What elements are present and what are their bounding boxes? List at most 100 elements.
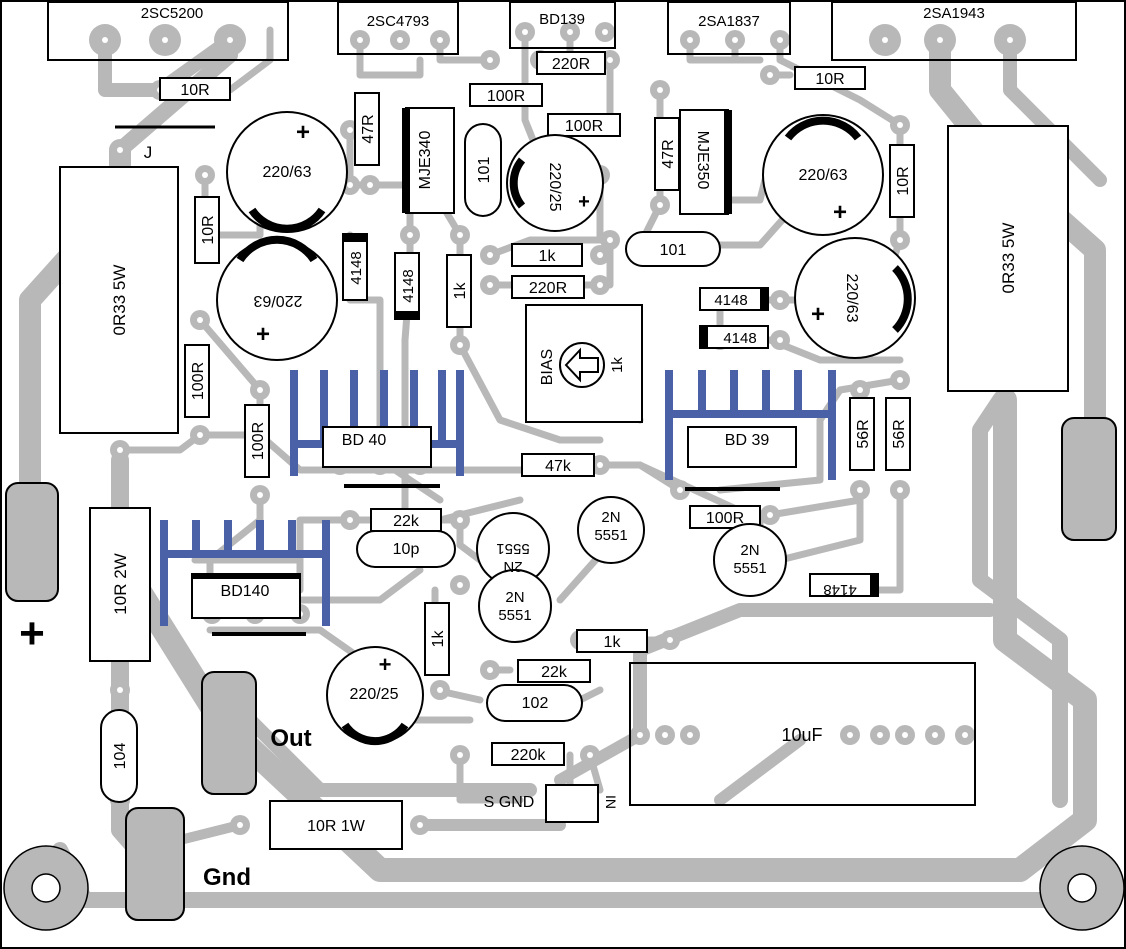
label-r-100r-mid: 100R <box>706 510 744 527</box>
pad-hole <box>487 252 493 258</box>
pad-hole <box>777 337 783 343</box>
label-c-101-b: 101 <box>660 242 687 259</box>
label-2sc5200: 2SC5200 <box>141 5 204 22</box>
small-transistors <box>476 496 787 643</box>
pad-hole <box>487 667 493 673</box>
pad-hole <box>487 57 493 63</box>
pad-hole <box>257 492 263 498</box>
cap-plus-f: + <box>379 652 392 677</box>
pad-hole <box>1007 37 1013 43</box>
heatsink-bottom <box>160 520 330 626</box>
label-r-56r-a: 56R <box>855 419 872 448</box>
label-r-100r-vl: 100R <box>190 362 207 400</box>
pad-hole <box>857 387 863 393</box>
label-d-e: 4148 <box>823 581 856 598</box>
pad-hole <box>457 752 463 758</box>
label-q-a-1: 2N <box>503 558 522 575</box>
label-out: Out <box>270 725 311 752</box>
pad-hole <box>202 172 208 178</box>
resistor-bodies <box>159 51 915 850</box>
heatsink-right <box>665 370 836 480</box>
label-bias: BIAS <box>539 349 556 385</box>
label-bd140-heat: BD 40 <box>342 432 387 449</box>
pad-hole <box>657 87 663 93</box>
pad-hole <box>457 342 463 348</box>
pad-hole <box>117 687 123 693</box>
pad-hole <box>367 182 373 188</box>
pad-hole <box>237 822 243 828</box>
pad-hole <box>857 487 863 493</box>
pad-hole <box>227 37 233 43</box>
diode-bands <box>343 234 878 596</box>
pad-hole <box>522 29 528 35</box>
label-r-10r-vr: 10R <box>895 166 912 195</box>
label-r-1k-v: 1k <box>452 282 469 300</box>
label-q-c-1: 2N <box>740 542 759 559</box>
pad-hole <box>777 37 783 43</box>
label-r-1k-low-v: 1k <box>430 630 447 648</box>
label-c-220-25-b: 220/25 <box>350 686 399 703</box>
cap-plus-c: + <box>833 199 847 226</box>
label-bd139-heat: BD 39 <box>725 432 770 449</box>
label-c-104: 104 <box>112 743 129 770</box>
label-r-220k: 220k <box>511 747 547 764</box>
label-r-47r-l: 47R <box>360 114 377 143</box>
pad-hole <box>597 252 603 258</box>
label-bd139-top: BD139 <box>539 11 585 28</box>
pad-hole <box>897 122 903 128</box>
label-r-100r-b: 100R <box>565 118 603 135</box>
label-c-10p: 10p <box>393 541 420 558</box>
label-c-101-a: 101 <box>476 157 493 184</box>
label-supply-plus: + <box>19 609 45 658</box>
label-r-10r-1w: 10R 1W <box>307 818 366 835</box>
pad-hole <box>607 57 613 63</box>
pad-hole <box>457 517 463 523</box>
pad-hole <box>602 29 608 35</box>
pad-hole <box>197 317 203 323</box>
pad-hole <box>732 37 738 43</box>
pad-hole <box>397 37 403 43</box>
cap-plus-a: + <box>296 119 310 146</box>
pad-hole <box>102 37 108 43</box>
pad-hole <box>962 732 968 738</box>
label-mje350: MJE350 <box>694 131 711 190</box>
pad-hole <box>437 687 443 693</box>
pad-hole <box>777 297 783 303</box>
pad-hole <box>487 282 493 288</box>
label-d-d: 4148 <box>723 330 756 347</box>
label-c-220-63-b: 220/63 <box>253 292 302 309</box>
label-d-b: 4148 <box>400 269 417 302</box>
pad-hole <box>687 37 693 43</box>
connectors <box>5 417 1117 921</box>
label-input-in: IN <box>603 795 619 809</box>
label-r-22k-b: 22k <box>541 664 568 681</box>
cap-plus-b: + <box>256 321 270 348</box>
pad-hole <box>417 822 423 828</box>
mounting-holes <box>3 845 1125 931</box>
label-2sa1837: 2SA1837 <box>698 13 760 30</box>
label-c-220-63-c: 220/63 <box>799 167 848 184</box>
pad-hole <box>677 487 683 493</box>
cap-plus-d: + <box>811 301 825 328</box>
label-r-10r-vl: 10R <box>200 215 217 244</box>
label-c-220-63-a: 220/63 <box>263 164 312 181</box>
label-r-47r-r: 47R <box>660 139 677 168</box>
pad-hole <box>637 732 643 738</box>
label-r-0r33-l: 0R33 5W <box>110 265 129 336</box>
pad-hole <box>117 147 123 153</box>
label-q-b-2: 5551 <box>594 527 627 544</box>
label-c-220-25-a: 220/25 <box>546 163 563 212</box>
pad-hole <box>347 517 353 523</box>
silkscreen-layer <box>47 1 1077 806</box>
label-r-10r-2w: 10R 2W <box>111 553 130 614</box>
label-r-0r33-r: 0R33 5W <box>999 223 1018 294</box>
pad-hole <box>607 237 613 243</box>
pad-hole <box>897 237 903 243</box>
pad-hole <box>597 462 603 468</box>
pad-hole <box>257 387 263 393</box>
pad-hole <box>667 637 673 643</box>
pad-hole <box>937 37 943 43</box>
pad-hole <box>882 37 888 43</box>
pad-hole <box>347 127 353 133</box>
label-bd140-left: BD140 <box>221 583 270 600</box>
